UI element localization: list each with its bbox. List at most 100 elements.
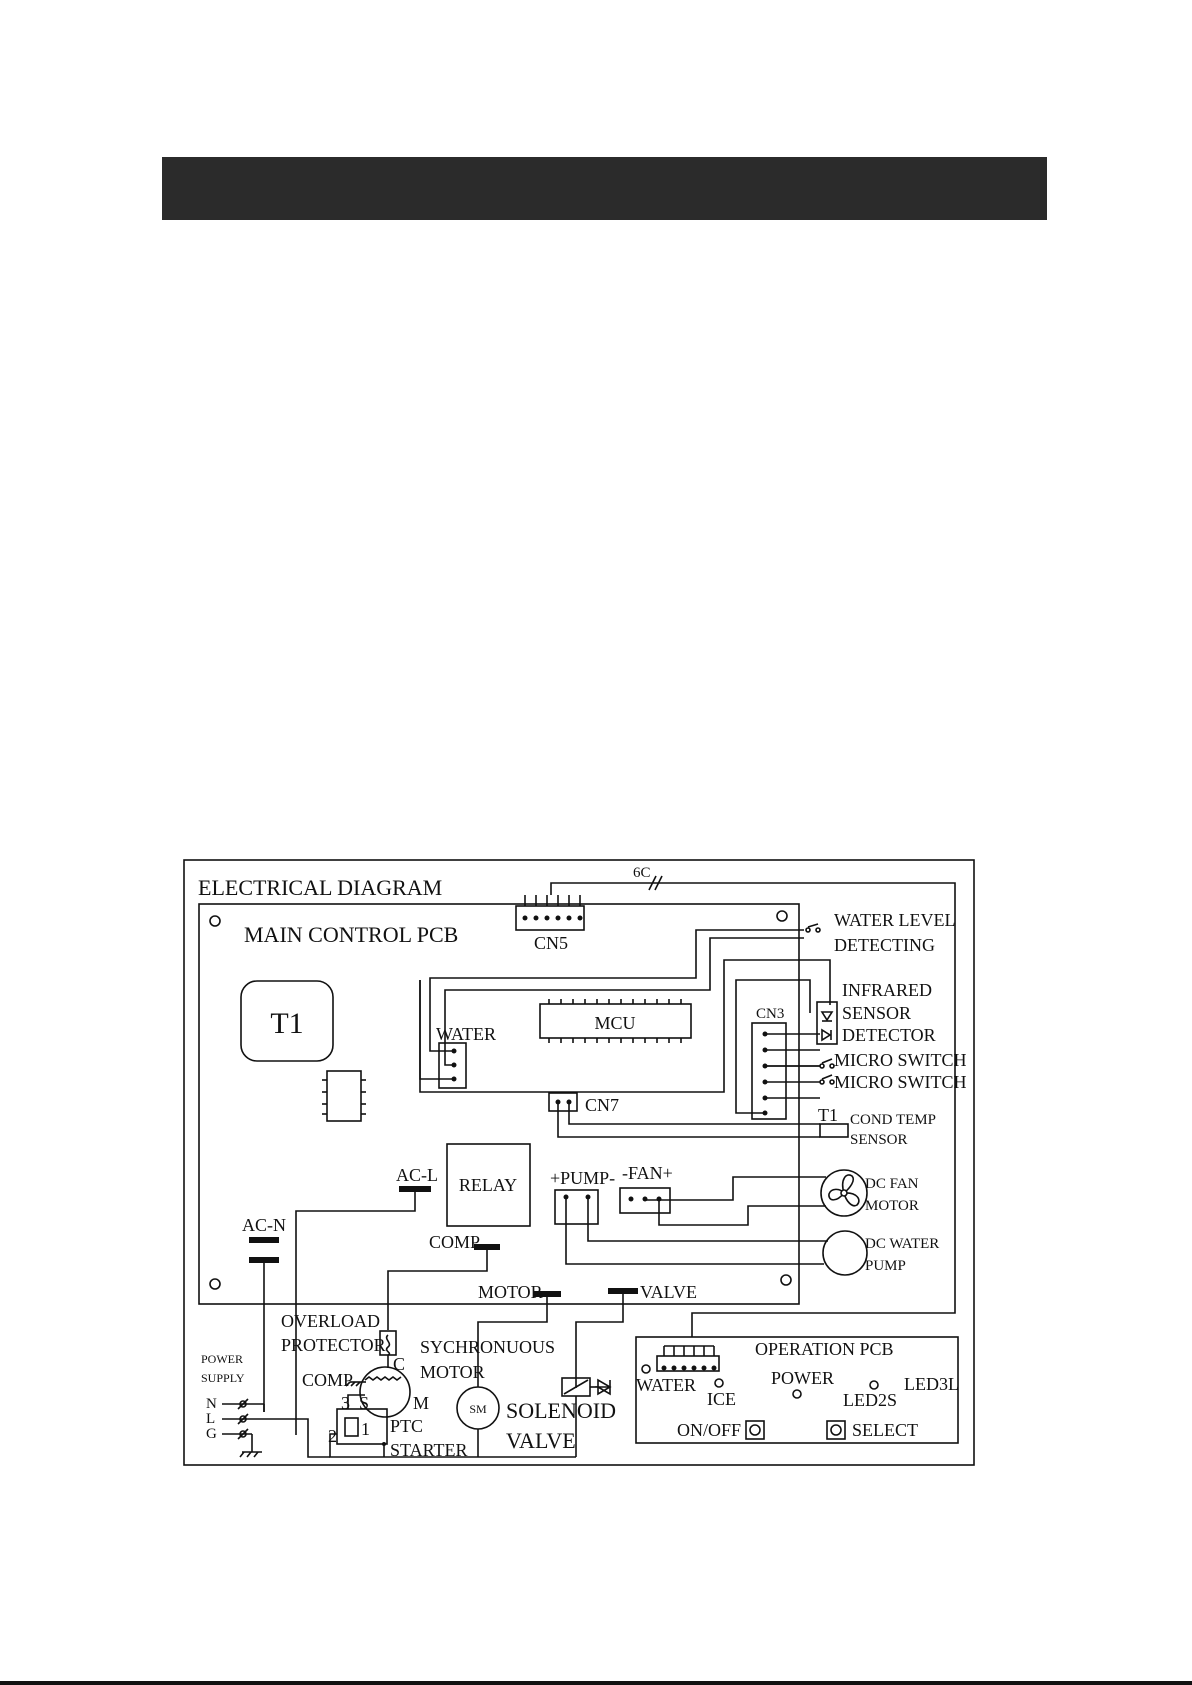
- compressor-icon: [345, 1366, 411, 1418]
- comp-terminal: [474, 1244, 500, 1250]
- temp-sensor-wires: [557, 1102, 849, 1138]
- dc-pump-label-2: PUMP: [865, 1258, 906, 1274]
- on-off-button-icon: [749, 1424, 761, 1436]
- ice-led-icon: [714, 1378, 724, 1388]
- dc-pump-label-1: DC WATER: [865, 1236, 939, 1252]
- valve-terminal-label: VALVE: [640, 1282, 697, 1302]
- transformer-t1: [240, 980, 334, 1062]
- fan-connector-label: -FAN+: [622, 1163, 673, 1183]
- cn3-connector: [751, 1022, 787, 1120]
- overload-label-1: OVERLOAD: [281, 1311, 380, 1331]
- cond-temp-label-1: COND TEMP: [850, 1112, 936, 1128]
- select-label: SELECT: [852, 1420, 918, 1440]
- cn7-label: CN7: [585, 1095, 619, 1115]
- water-led-label: WATER: [636, 1375, 696, 1395]
- pin-s-label: S: [359, 1393, 369, 1413]
- l-label: L: [206, 1411, 215, 1427]
- diagram-frame: [183, 859, 975, 1466]
- relay-box: [446, 1143, 531, 1227]
- infrared-sensor-icon: [816, 1001, 838, 1045]
- on-off-button: [745, 1420, 765, 1440]
- t1-sensor-label: T1: [818, 1105, 838, 1125]
- main-pcb-board: [198, 903, 800, 1305]
- micro-switch-label-1: MICRO SWITCH: [834, 1050, 967, 1070]
- water-level-label-2: DETECTING: [834, 935, 935, 955]
- mount-hole: [780, 1274, 792, 1286]
- ice-led-label: ICE: [707, 1389, 736, 1409]
- solenoid-label-2: VALVE: [506, 1428, 576, 1453]
- led3l-label: LED3L: [904, 1374, 959, 1394]
- operation-pcb-board: [635, 1336, 959, 1444]
- dc-fan-icon: [820, 1169, 868, 1217]
- led2s-icon: [869, 1380, 879, 1390]
- led2s-label: LED2S: [843, 1390, 897, 1410]
- dc-fan-label-1: DC FAN: [865, 1176, 919, 1192]
- water-level-switch: [805, 923, 821, 933]
- mcu-label: MCU: [594, 1013, 635, 1033]
- ac-n-terminal: [249, 1237, 279, 1243]
- ptc-starter-icon: [329, 1394, 478, 1458]
- small-ic: [322, 1070, 366, 1122]
- power-supply-label-1: POWER: [201, 1352, 243, 1366]
- micro-switch-label-2: MICRO SWITCH: [834, 1072, 967, 1092]
- sync-motor-label-2: MOTOR: [420, 1362, 485, 1382]
- water-level-wires: [419, 929, 831, 1093]
- power-led-icon: [792, 1389, 802, 1399]
- num-2-label: 2: [328, 1426, 337, 1446]
- select-button-icon: [830, 1424, 842, 1436]
- cn7-connector: [548, 1092, 578, 1112]
- power-supply-label-2: SUPPLY: [201, 1371, 245, 1385]
- micro-switch-icon: [819, 1074, 835, 1085]
- cond-temp-label-2: SENSOR: [850, 1132, 908, 1148]
- ac-l-label: AC-L: [396, 1165, 438, 1185]
- power-led-label: POWER: [771, 1368, 834, 1388]
- sync-motor-label-1: SYCHRONUOUS: [420, 1337, 555, 1357]
- mount-hole: [776, 910, 788, 922]
- fan-wires: [644, 1176, 826, 1226]
- select-button: [826, 1420, 846, 1440]
- dc-fan-label-2: MOTOR: [865, 1198, 919, 1214]
- pin-m-label: M: [413, 1393, 429, 1413]
- header-bar: [162, 157, 1047, 220]
- relay-label: RELAY: [459, 1175, 517, 1195]
- mount-hole: [641, 1364, 651, 1374]
- g-label: G: [206, 1426, 217, 1442]
- valve-terminal: [608, 1288, 638, 1294]
- cn5-connector: [515, 895, 585, 931]
- pump-connector: [554, 1189, 599, 1225]
- valve-wire: [575, 1294, 624, 1388]
- cable-6c: [550, 875, 956, 1337]
- on-off-label: ON/OFF: [677, 1420, 741, 1440]
- mount-hole: [209, 915, 221, 927]
- cn5-label: CN5: [534, 933, 568, 953]
- num-3-label: 3: [341, 1393, 350, 1413]
- pump-connector-label: +PUMP-: [550, 1168, 615, 1188]
- num-1-label: 1: [361, 1419, 370, 1439]
- ptc-label-2: STARTER: [390, 1440, 467, 1460]
- bottom-rule: [0, 1681, 1192, 1685]
- pump-wires: [565, 1197, 828, 1265]
- infrared-label-1: INFRARED: [842, 980, 932, 1000]
- main-pcb-title: MAIN CONTROL PCB: [244, 922, 458, 947]
- power-supply-terminals: [222, 1398, 330, 1458]
- overload-label-2: PROTECTOR: [281, 1335, 386, 1355]
- cn3-wires: [735, 979, 820, 1114]
- infrared-label-3: DETECTOR: [842, 1025, 936, 1045]
- n-label: N: [206, 1396, 217, 1412]
- ac-n-label: AC-N: [242, 1215, 286, 1235]
- comp-wire: [387, 1250, 488, 1330]
- sm-label: SM: [469, 1402, 487, 1416]
- ac-l-wire: [295, 1192, 416, 1435]
- transformer-label: T1: [270, 1007, 303, 1040]
- pin-c-label: C: [393, 1354, 405, 1374]
- motor-terminal: [533, 1291, 561, 1297]
- cable-label: 6C: [633, 865, 651, 881]
- water-level-label-1: WATER LEVEL: [834, 910, 955, 930]
- comp-terminal-label: COMP: [429, 1232, 480, 1252]
- ac-n-terminal: [249, 1257, 279, 1263]
- motor-terminal-label: MOTOR: [478, 1282, 543, 1302]
- water-connector-label: WATER: [436, 1024, 496, 1044]
- diagram-title: ELECTRICAL DIAGRAM: [198, 875, 442, 900]
- motor-wire: [477, 1297, 548, 1387]
- solenoid-valve-icon: [478, 1377, 612, 1458]
